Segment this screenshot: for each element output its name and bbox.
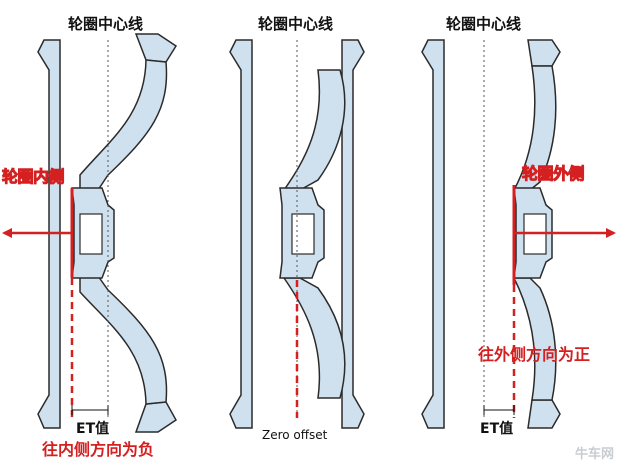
- outer-side-label: 轮圈外侧: [521, 164, 585, 184]
- positive-direction-label: 往外侧方向为正: [478, 345, 591, 364]
- left-rim-section: [37, 33, 178, 433]
- left-rim-outer-lip: [134, 33, 178, 63]
- right-rim-outer-lip-bottom: [527, 399, 561, 429]
- negative-direction-label: 往内侧方向为负: [42, 440, 155, 459]
- left-et-dimension: [71, 405, 109, 415]
- right-centerline-title: 轮圈中心线: [446, 15, 522, 33]
- middle-rim-spoke-upper: [282, 69, 346, 191]
- left-rim-spoke-lower: [79, 275, 168, 405]
- zero-offset-label: Zero offset: [262, 428, 328, 442]
- left-rim-bore: [79, 213, 103, 255]
- right-rim-barrel-inner: [421, 39, 445, 429]
- right-rim-spoke-lower: [512, 277, 557, 401]
- middle-rim-bore: [291, 213, 315, 255]
- middle-centerline-title: 轮圈中心线: [258, 15, 334, 33]
- middle-rim-section: [229, 39, 365, 429]
- left-centerline-title: 轮圈中心线: [68, 15, 144, 33]
- left-rim-spoke-upper: [79, 59, 168, 191]
- et-label-right: ET值: [480, 421, 514, 437]
- middle-rim-spoke-lower: [282, 277, 346, 399]
- right-rim-outer-lip: [527, 39, 561, 67]
- middle-rim-barrel-inner: [229, 39, 253, 429]
- middle-rim-barrel-outer: [341, 39, 365, 429]
- right-et-dimension: [483, 405, 515, 415]
- et-label-left: ET值: [76, 421, 110, 437]
- left-rim-outer-lip-bottom: [134, 401, 177, 433]
- inner-side-label: 轮圈内侧: [1, 167, 65, 187]
- watermark: 牛车网: [574, 447, 614, 462]
